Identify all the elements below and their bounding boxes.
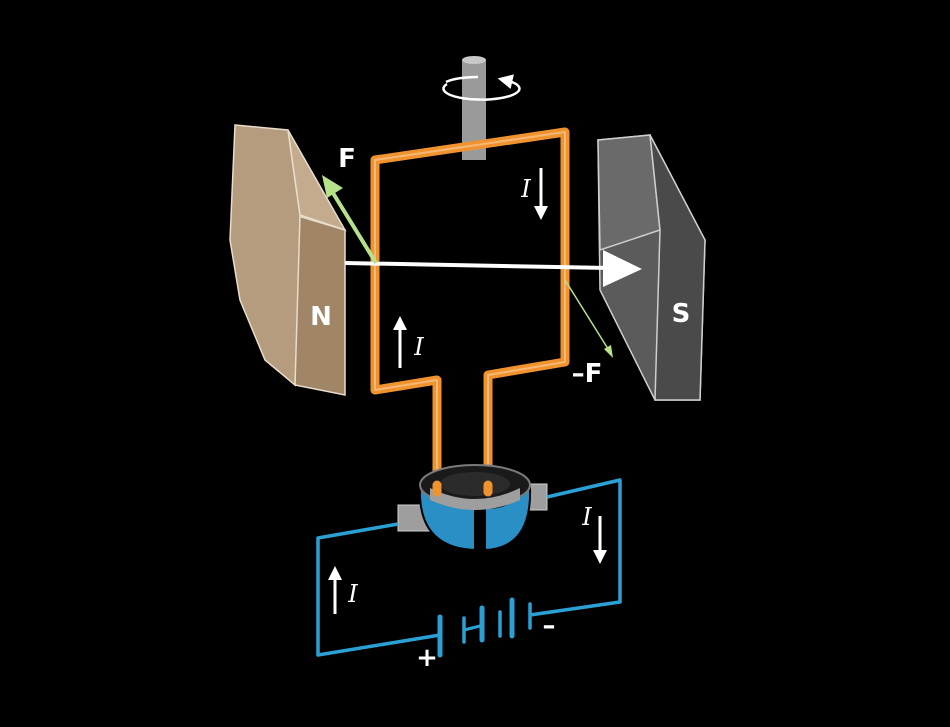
negative-force-arrow: [564, 279, 613, 358]
rotation-arrow-icon: [442, 74, 521, 101]
current-arrow-top-right: [534, 168, 548, 220]
commutator: [397, 464, 548, 552]
current-arrow-circuit-right: [593, 516, 607, 564]
force-label: F: [338, 144, 356, 174]
current-arrow-circuit-left: [328, 566, 342, 614]
magnetic-field-arrow: [344, 250, 642, 287]
current-loop: [370, 127, 570, 495]
force-arrow: [322, 175, 378, 265]
south-magnet: S: [597, 134, 706, 401]
south-label: S: [672, 299, 691, 329]
current-label-circuit-left: I: [347, 580, 358, 608]
current-label-top-right: I: [520, 175, 531, 203]
battery: [437, 597, 532, 658]
current-label-circuit-right: I: [581, 503, 592, 531]
negative-force-label: –F: [572, 359, 603, 389]
current-arrow-loop-left: [393, 316, 407, 368]
north-magnet: N: [229, 124, 347, 396]
current-label-loop-left: I: [413, 333, 424, 361]
plus-terminal-label: +: [416, 643, 438, 673]
north-label: N: [310, 302, 332, 332]
external-circuit: [316, 478, 622, 657]
minus-terminal-label: –: [543, 611, 556, 641]
